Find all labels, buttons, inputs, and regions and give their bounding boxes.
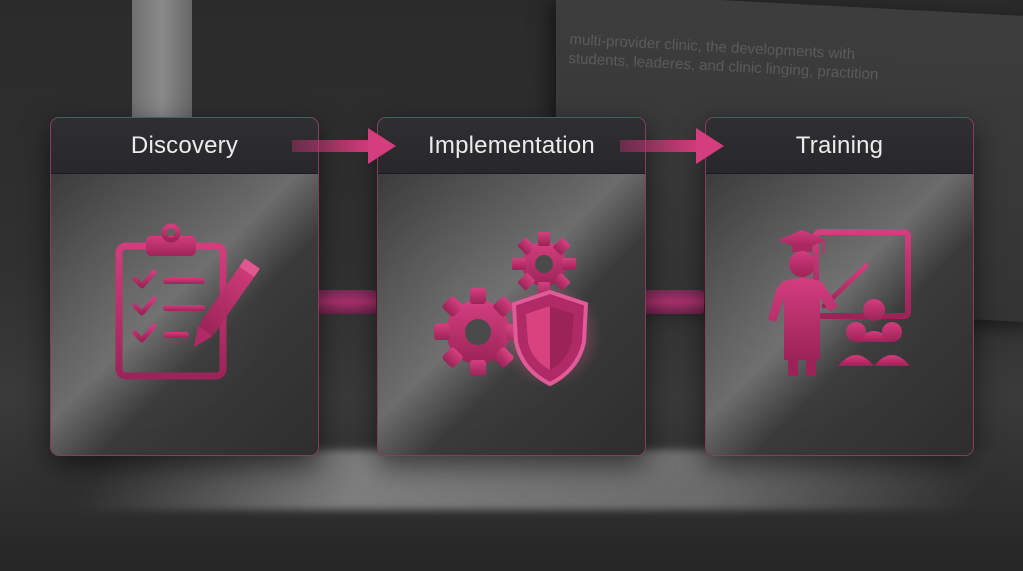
step-card-discovery: Discovery xyxy=(50,117,319,456)
connector-2-3 xyxy=(644,290,704,314)
step-header: Discovery xyxy=(51,118,318,174)
step-title: Implementation xyxy=(428,131,595,159)
step-title: Training xyxy=(795,131,884,159)
step-body xyxy=(706,174,973,455)
arrow-right-icon xyxy=(620,128,724,164)
gears-shield-icon xyxy=(434,232,602,388)
step-body xyxy=(51,174,318,455)
floor-light-beam xyxy=(72,450,1008,510)
clipboard-checklist-icon xyxy=(115,223,260,380)
arrow-right-icon xyxy=(292,128,396,164)
step-header: Training xyxy=(706,118,973,174)
teacher-presentation-icon xyxy=(768,229,911,376)
step-card-implementation: Implementation xyxy=(377,117,646,456)
step-title: Discovery xyxy=(130,131,239,159)
background-pillar xyxy=(132,0,192,120)
connector-1-2 xyxy=(316,290,376,314)
step-card-training: Training xyxy=(705,117,974,456)
step-header: Implementation xyxy=(378,118,645,174)
step-body xyxy=(378,174,645,455)
